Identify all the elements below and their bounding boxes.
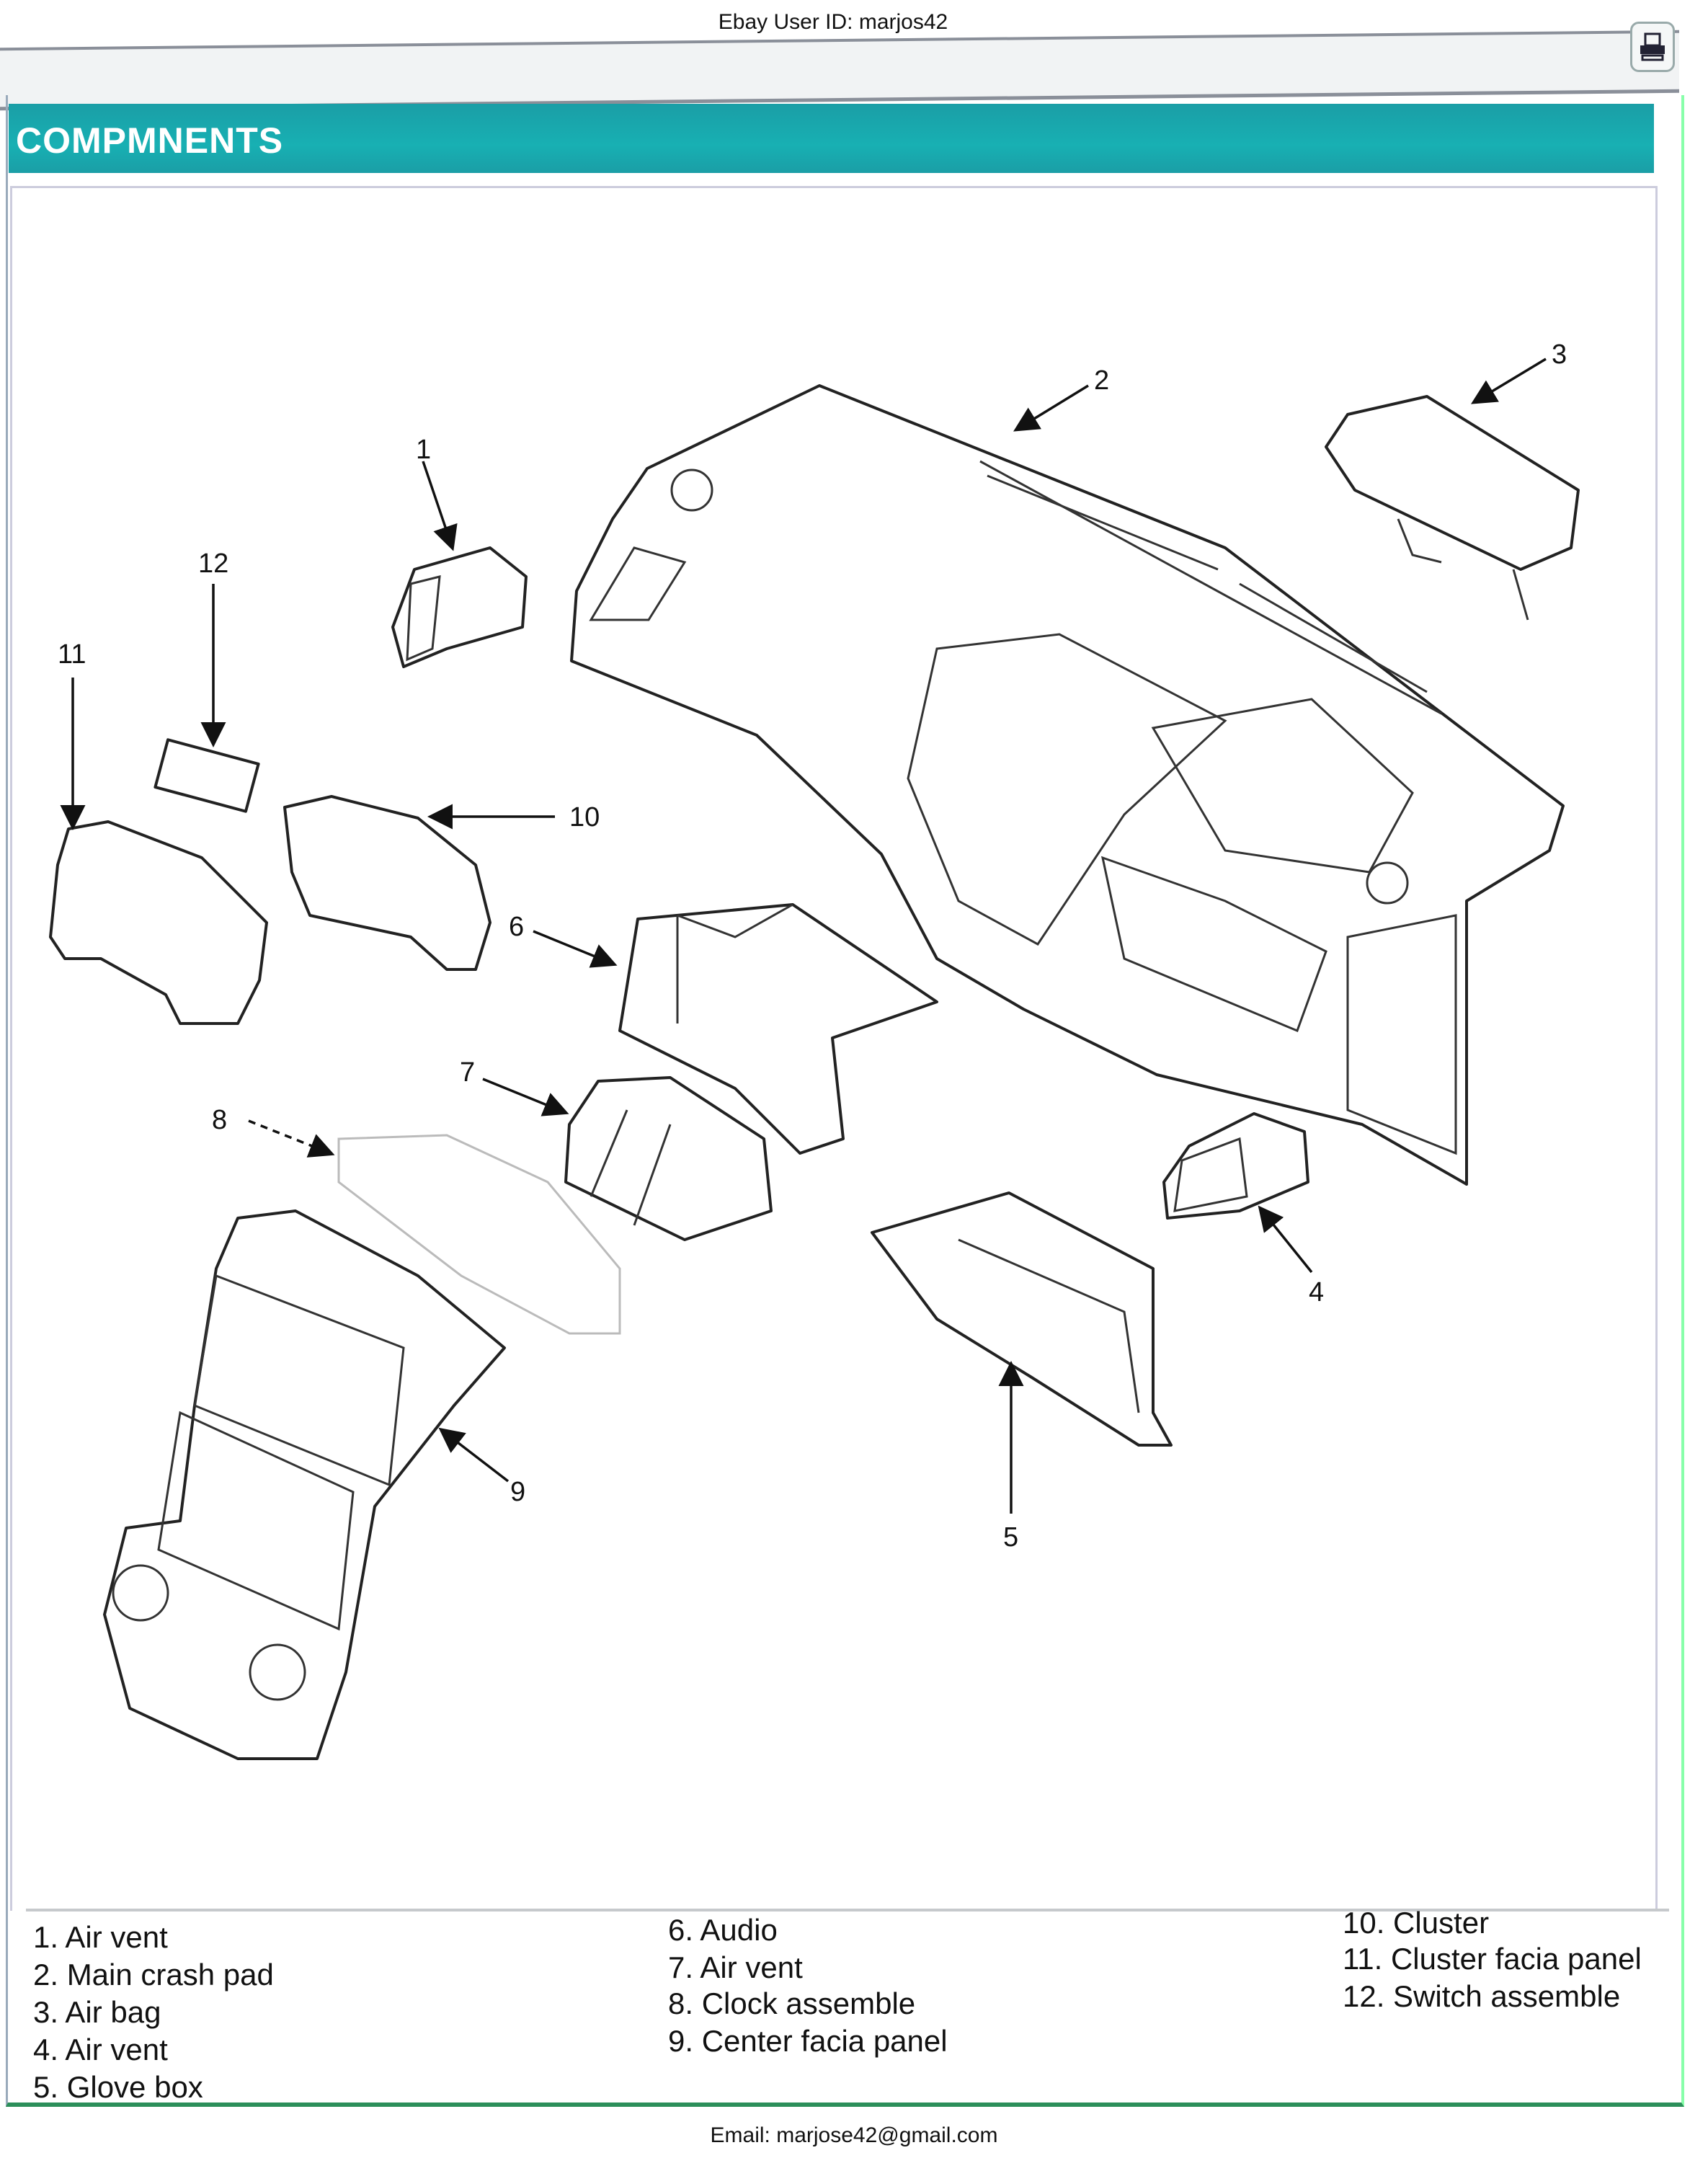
callout-5: 5 — [1003, 1522, 1018, 1553]
arrow-2 — [1013, 384, 1089, 432]
ebay-user-id: Ebay User ID: marjos42 — [718, 10, 948, 34]
arrow-6 — [533, 930, 618, 968]
air-vent-1 — [391, 546, 528, 668]
callout-1: 1 — [416, 435, 431, 465]
legend-item: 1. Air vent — [33, 1920, 168, 1954]
legend-item: 12. Switch assemble — [1343, 1979, 1621, 2013]
legend-item: 8. Clock assemble — [668, 1986, 916, 2020]
legend-item: 11. Cluster facia panel — [1343, 1942, 1642, 1976]
callout-7: 7 — [460, 1057, 475, 1088]
cluster-facia-panel — [49, 820, 268, 1025]
legend-item: 2. Main crash pad — [33, 1958, 274, 1992]
clock-assemble — [337, 1134, 621, 1335]
air-vent-7 — [564, 1076, 773, 1241]
legend-item: 7. Air vent — [668, 1950, 803, 1984]
callout-10: 10 — [569, 802, 600, 832]
callout-9: 9 — [510, 1477, 525, 1507]
legend-item: 6. Audio — [668, 1913, 778, 1947]
contact-email: Email: marjose42@gmail.com — [710, 2123, 998, 2147]
air-vent-4 — [1162, 1112, 1309, 1220]
arrow-4 — [1258, 1205, 1313, 1274]
callout-12: 12 — [198, 549, 228, 579]
legend-item: 5. Glove box — [33, 2070, 203, 2104]
callout-4: 4 — [1309, 1277, 1324, 1307]
diagram-box — [10, 186, 1658, 1911]
legend-item: 3. Air bag — [33, 1995, 161, 2029]
air-bag — [1325, 395, 1580, 621]
callout-2: 2 — [1094, 365, 1109, 396]
center-facia-panel — [103, 1209, 506, 1760]
switch-assemble — [154, 738, 260, 813]
callout-3: 3 — [1552, 339, 1567, 370]
page-frame — [6, 95, 1684, 2107]
legend — [26, 1909, 1669, 2100]
arrow-7 — [482, 1078, 569, 1116]
callout-11: 11 — [58, 639, 86, 670]
callout-8: 8 — [212, 1105, 227, 1135]
audio — [618, 903, 938, 1155]
glove-box — [871, 1191, 1173, 1447]
arrow-8 — [248, 1119, 335, 1158]
section-title: COMPMNENTS — [16, 120, 284, 161]
print-button[interactable] — [1630, 22, 1675, 72]
callout-6: 6 — [509, 912, 524, 942]
legend-item: 10. Cluster — [1343, 1906, 1490, 1940]
printer-icon — [1640, 32, 1665, 61]
cluster — [283, 795, 492, 971]
arrow-9 — [438, 1427, 510, 1483]
arrow-3 — [1471, 358, 1547, 404]
section-header-bar — [9, 104, 1654, 173]
legend-item: 9. Center facia panel — [668, 2024, 948, 2058]
arrow-1 — [422, 461, 458, 551]
main-crash-pad — [570, 384, 1565, 1186]
legend-item: 4. Air vent — [33, 2033, 168, 2066]
